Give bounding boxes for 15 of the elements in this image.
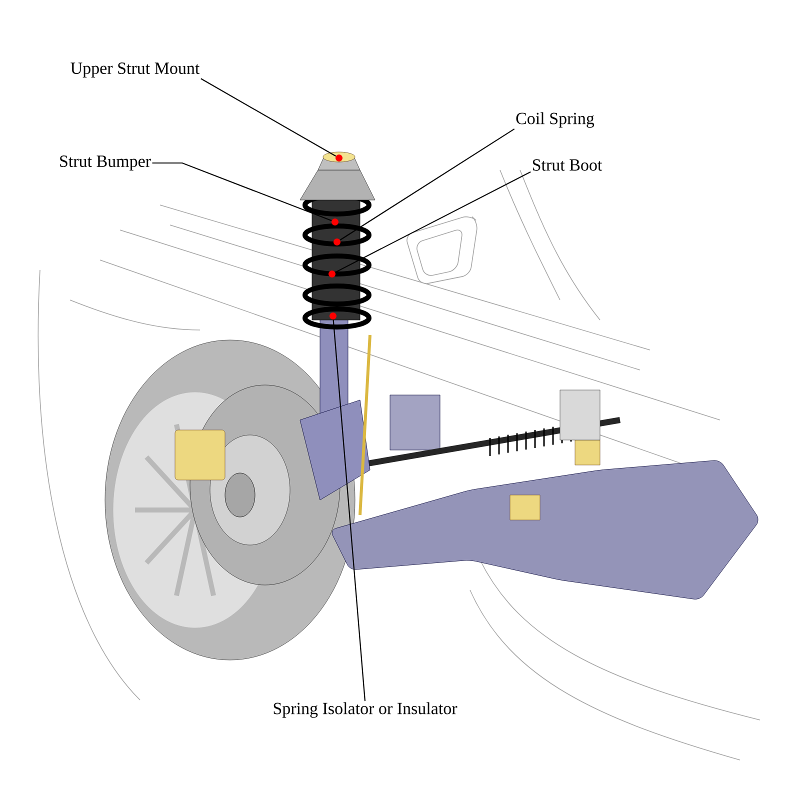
- leader-line: [152, 162, 332, 222]
- part-label: Strut Boot: [532, 159, 602, 171]
- point-marker: [336, 154, 342, 162]
- leader-line: [332, 320, 366, 702]
- part-label: Upper Strut Mount: [70, 62, 200, 78]
- point-marker: [334, 238, 340, 246]
- part-label: Spring Isolator or Insulator: [274, 702, 458, 718]
- point-marker: [332, 218, 338, 226]
- point-marker: [330, 312, 336, 320]
- leader-line: [200, 78, 336, 157]
- part-label: Strut Bumper: [60, 156, 151, 170]
- leader-line: [340, 128, 515, 240]
- point-marker: [328, 270, 336, 278]
- leader-line: [335, 171, 531, 273]
- part-label: Coil Spring: [516, 112, 594, 128]
